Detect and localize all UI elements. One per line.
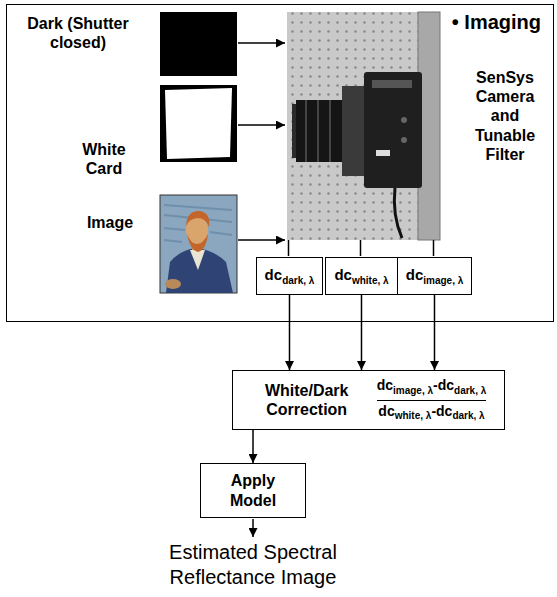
camera-body	[364, 72, 422, 188]
process-box: White/Dark Correctiondcimage, λ-dcdark, …	[232, 370, 505, 430]
subscript-text: dark, λ	[452, 410, 484, 421]
lens-rings	[306, 100, 330, 162]
camera-photo	[287, 12, 440, 240]
text-group: dcimage, λ	[406, 266, 464, 287]
subscript-text: image, λ	[393, 385, 433, 396]
white-card	[160, 85, 237, 162]
dark-frame	[160, 12, 237, 76]
node-text: dc	[406, 266, 424, 283]
signal-box: dcwhite, λ	[325, 257, 397, 295]
subscript-text: image, λ	[423, 275, 463, 286]
body-detail	[372, 80, 412, 88]
node-text: Apply Model	[230, 472, 276, 508]
node-text: dc	[378, 403, 394, 419]
device-label: SenSys Camera and Tunable Filter	[465, 68, 545, 164]
text-group: dcwhite, λ	[334, 266, 388, 287]
subscript-text: white, λ	[352, 275, 389, 286]
text-group: dcwhite, λ-dcdark, λ	[377, 400, 487, 423]
flow-arrow	[252, 430, 254, 463]
text-group: Apply Model	[217, 471, 289, 509]
body-screw	[401, 117, 407, 123]
camera-lead	[433, 240, 435, 256]
node-text: • Imaging	[452, 11, 541, 33]
input-arrow	[238, 42, 285, 44]
subscript-text: dark, λ	[282, 275, 314, 286]
pegboard	[287, 12, 440, 240]
text-group: • Imaging	[452, 11, 541, 34]
input-arrow	[238, 124, 285, 126]
card-face	[165, 88, 232, 159]
process-box: Apply Model	[200, 463, 306, 518]
tunable-filter	[342, 86, 364, 176]
subscript-text: dark, λ	[454, 385, 486, 396]
output-label: Estimated Spectral Reflectance Image	[153, 540, 353, 590]
coat	[166, 248, 233, 293]
hair	[186, 211, 209, 227]
palette	[165, 279, 181, 289]
text-group: White/Dark Correction	[251, 381, 363, 419]
input-label: White Card	[72, 140, 136, 178]
body-plate	[376, 150, 390, 156]
camera-lead	[360, 240, 362, 256]
flow-arrow	[289, 295, 291, 370]
beard	[187, 234, 208, 252]
subscript-text: white, λ	[395, 410, 432, 421]
text-group: dcdark, λ	[265, 266, 315, 287]
node-text: dc	[377, 377, 393, 393]
body-screw	[401, 137, 407, 143]
painting-ground	[160, 195, 237, 293]
portrait-painting	[160, 195, 237, 293]
text-group: dcimage, λ-dcdark, λ	[377, 377, 487, 399]
node-text: dc	[334, 266, 352, 283]
node-text: -dc	[433, 377, 454, 393]
node-text: -dc	[431, 403, 452, 419]
cable	[394, 188, 402, 238]
input-label: Dark (Shutter closed)	[4, 14, 152, 52]
input-label: Image	[70, 213, 150, 232]
flow-arrow	[361, 295, 363, 370]
fraction: dcimage, λ-dcdark, λdcwhite, λ-dcdark, λ	[377, 377, 487, 423]
flow-arrow	[434, 295, 436, 370]
node-text: dc	[265, 266, 283, 283]
signal-box: dcdark, λ	[256, 257, 324, 295]
input-arrow	[238, 239, 285, 241]
node-text: White/Dark Correction	[265, 382, 349, 418]
output-arrow	[252, 519, 254, 537]
lens-barrel	[296, 100, 342, 162]
card-surround	[160, 85, 237, 162]
shirt	[190, 250, 205, 270]
signal-box: dcimage, λ	[397, 257, 473, 295]
camera-lead	[288, 240, 290, 256]
